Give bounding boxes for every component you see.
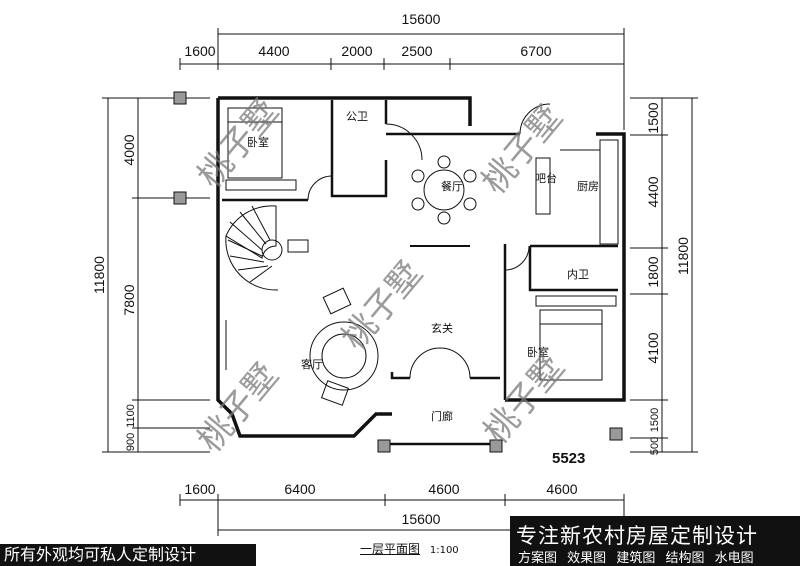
dim-bottom-seg-1: 1600 — [184, 481, 215, 497]
dim-left-seg-3: 1100 — [125, 404, 137, 428]
service-item: 建筑图 — [616, 551, 656, 566]
dim-right-seg-4: 4100 — [645, 332, 661, 363]
room-label-porch: 门廊 — [431, 409, 453, 423]
room-label-dining: 餐厅 — [441, 179, 463, 193]
dining-table — [411, 155, 477, 225]
living-room-furniture — [225, 287, 379, 406]
dim-bottom-total: 15600 — [402, 511, 441, 527]
dim-top-seg-1: 1600 — [184, 43, 215, 59]
banner-services: 方案图 效果图 建筑图 结构图 水电图 — [518, 547, 754, 566]
plan-code: 5523 — [552, 450, 586, 467]
beds — [225, 107, 617, 381]
dim-right-seg-2: 4400 — [645, 176, 661, 207]
caption-title: 一层平面图 — [360, 542, 421, 556]
dim-left-seg-1: 4000 — [121, 134, 137, 165]
room-label-kitchen: 厨房 — [577, 180, 599, 193]
service-item: 效果图 — [567, 551, 607, 566]
room-label-living: 客厅 — [301, 357, 323, 371]
dim-top-seg-4: 2500 — [401, 43, 432, 59]
watermark-4: 桃子墅 — [190, 356, 286, 460]
plan-caption: 一层平面图 1:100 — [360, 540, 459, 557]
dim-top-seg-5: 6700 — [520, 43, 551, 59]
dim-top-total: 15600 — [402, 11, 441, 27]
footer-note: 所有外观均可私人定制设计 — [0, 544, 256, 566]
dim-bottom-seg-2: 6400 — [284, 481, 315, 497]
room-label-foyer: 玄关 — [431, 321, 453, 335]
room-label-bedroom-nw: 卧室 — [247, 135, 269, 149]
structural-columns — [173, 91, 623, 453]
dim-right-seg-5: 1500 — [649, 408, 661, 432]
dim-right-seg-3: 1800 — [645, 256, 661, 287]
banner-title: 专注新农村房屋定制设计 — [516, 524, 758, 548]
dim-bottom-seg-4: 4600 — [546, 481, 577, 497]
caption-scale: 1:100 — [429, 545, 459, 556]
service-item: 方案图 — [518, 551, 558, 566]
room-label-wc-private: 内卫 — [567, 267, 589, 281]
dim-right-seg-1: 1500 — [645, 102, 661, 133]
dim-right-seg-6: 500 — [649, 437, 661, 455]
dim-right-total: 11800 — [675, 237, 691, 275]
service-banner: 专注新农村房屋定制设计 方案图 效果图 建筑图 结构图 水电图 — [510, 516, 800, 566]
dim-top-seg-3: 2000 — [341, 43, 372, 59]
dim-left-seg-2: 7800 — [121, 284, 137, 315]
kitchen-fixtures — [535, 139, 619, 245]
room-label-wc-public: 公卫 — [346, 110, 368, 123]
dim-bottom-seg-3: 4600 — [428, 481, 459, 497]
watermark-2: 桃子墅 — [474, 98, 570, 202]
room-label-bedroom-e: 卧室 — [527, 345, 549, 359]
room-label-bar: 吧台 — [535, 171, 557, 185]
entry-doors — [307, 103, 551, 379]
spiral-staircase — [225, 205, 309, 291]
dim-top-seg-2: 4400 — [258, 43, 289, 59]
service-item: 水电图 — [714, 551, 754, 566]
dim-left-total: 11800 — [91, 256, 107, 294]
dim-left-seg-4: 900 — [125, 433, 137, 451]
service-item: 结构图 — [665, 551, 705, 566]
exterior-walls — [216, 96, 626, 438]
